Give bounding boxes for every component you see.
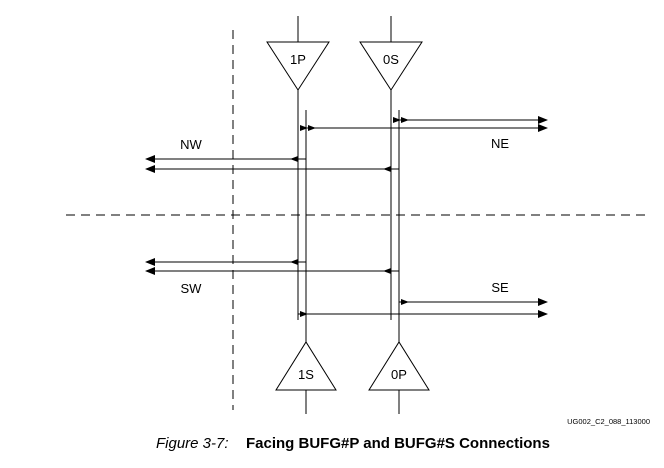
quadrant-label-nw: NW <box>180 137 202 152</box>
buffer-bottom-right: 0P <box>368 341 430 414</box>
figure-caption-title: Facing BUFG#P and BUFG#S Connections <box>246 435 550 452</box>
drawing-id: UG002_C2_088_113000 <box>567 417 650 426</box>
buffer-bottom-left: 1S <box>275 341 337 414</box>
quadrant-label-sw: SW <box>181 281 203 296</box>
buffer-label-bottom-right: 0P <box>391 367 407 382</box>
figure-caption-prefix: Figure 3-7: <box>156 435 229 452</box>
buffer-top-right: 0S <box>359 16 423 91</box>
quadrant-label-se: SE <box>491 280 509 295</box>
buffer-label-bottom-left: 1S <box>298 367 314 382</box>
buffer-top-left: 1P <box>266 16 330 91</box>
buffer-label-top-right: 0S <box>383 52 399 67</box>
quadrant-label-ne: NE <box>491 136 509 151</box>
buffer-label-top-left: 1P <box>290 52 306 67</box>
